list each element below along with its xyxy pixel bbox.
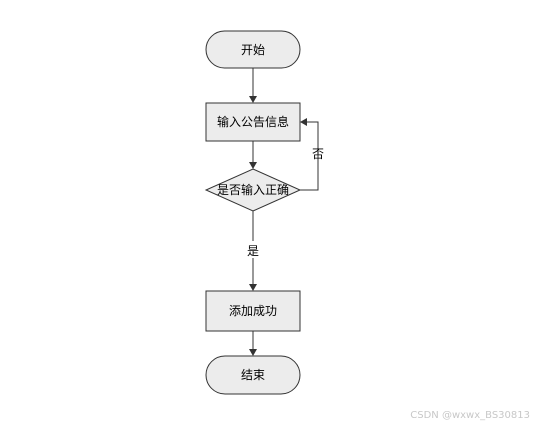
arrow-no-loop: 否 <box>300 118 324 191</box>
arrow-yes-to-success: 是 <box>246 211 260 291</box>
arrow-head <box>249 284 257 291</box>
start-label: 开始 <box>241 43 265 57</box>
input-process-shape <box>205 102 301 142</box>
end-label: 结束 <box>241 368 265 382</box>
arrow-head <box>249 349 257 356</box>
decision-node: 是否输入正确 <box>204 168 302 212</box>
arrow-success-to-end <box>249 331 257 356</box>
yes-label-background <box>246 241 260 258</box>
no-loop-line <box>300 121 319 191</box>
arrow-head <box>249 96 257 103</box>
yes-branch-label: 是 <box>247 244 259 258</box>
start-node: 开始 <box>205 30 301 69</box>
input-process-label: 输入公告信息 <box>217 114 289 129</box>
arrow-start-to-input <box>249 68 257 103</box>
success-process-shape <box>205 290 301 332</box>
success-process-node: 添加成功 <box>205 290 301 332</box>
no-branch-label: 否 <box>312 147 324 161</box>
arrow-head <box>300 118 307 126</box>
input-process-node: 输入公告信息 <box>205 102 301 142</box>
watermark-text: CSDN @wxwx_BS30813 <box>410 410 530 421</box>
end-terminator-shape <box>205 355 301 395</box>
arrow-input-to-decision <box>249 141 257 169</box>
arrow-head <box>249 162 257 169</box>
end-node: 结束 <box>205 355 301 395</box>
decision-label: 是否输入正确 <box>217 182 289 197</box>
success-process-label: 添加成功 <box>229 304 277 318</box>
